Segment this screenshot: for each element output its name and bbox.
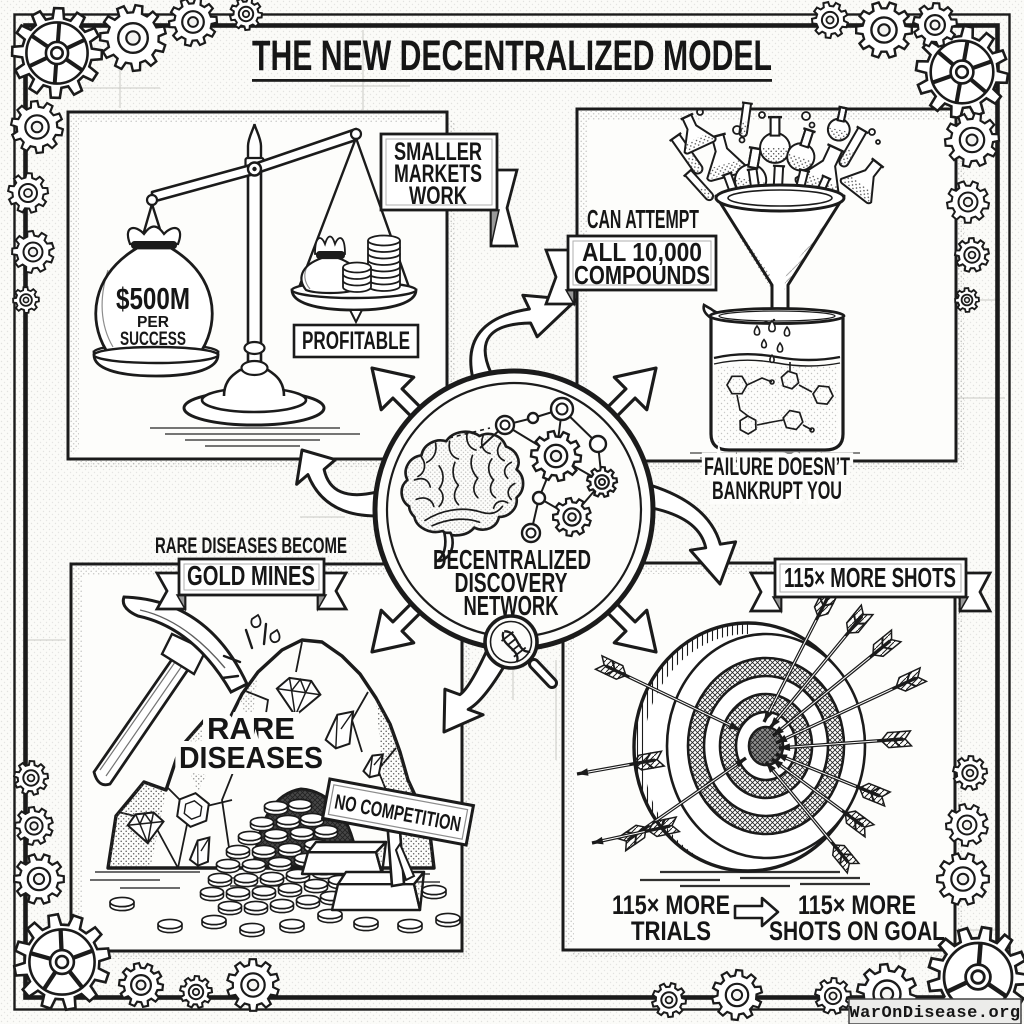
svg-text:GOLD MINES: GOLD MINES	[187, 560, 315, 591]
svg-text:115× MORE: 115× MORE	[798, 890, 916, 920]
svg-text:SHOTS ON GOAL: SHOTS ON GOAL	[769, 916, 945, 946]
svg-text:WORK: WORK	[409, 182, 467, 210]
svg-text:115× MORE: 115× MORE	[612, 890, 730, 920]
svg-text:DECENTRALIZED: DECENTRALIZED	[433, 544, 591, 575]
svg-text:COMPOUNDS: COMPOUNDS	[574, 260, 710, 290]
svg-text:SUCCESS: SUCCESS	[120, 329, 186, 350]
svg-text:RARE DISEASES BECOME: RARE DISEASES BECOME	[155, 533, 347, 558]
svg-text:BANKRUPT YOU: BANKRUPT YOU	[712, 477, 842, 505]
svg-text:PROFITABLE: PROFITABLE	[302, 327, 410, 355]
svg-text:115× MORE SHOTS: 115× MORE SHOTS	[784, 562, 956, 593]
svg-text:FAILURE DOESN’T: FAILURE DOESN’T	[704, 453, 850, 481]
svg-text:SMALLER: SMALLER	[394, 138, 482, 166]
svg-text:CAN ATTEMPT: CAN ATTEMPT	[587, 204, 699, 234]
svg-text:PER: PER	[137, 314, 169, 331]
svg-text:RARE: RARE	[207, 711, 295, 746]
svg-text:ALL 10,000: ALL 10,000	[582, 237, 702, 267]
svg-text:$500M: $500M	[116, 281, 190, 316]
svg-text:DISEASES: DISEASES	[179, 740, 323, 775]
svg-text:MARKETS: MARKETS	[394, 160, 482, 188]
svg-text:TRIALS: TRIALS	[631, 916, 711, 946]
svg-text:DISCOVERY: DISCOVERY	[455, 567, 568, 598]
svg-text:WarOnDisease.org: WarOnDisease.org	[849, 1004, 1020, 1023]
svg-text:THE NEW DECENTRALIZED MODEL: THE NEW DECENTRALIZED MODEL	[252, 32, 772, 80]
